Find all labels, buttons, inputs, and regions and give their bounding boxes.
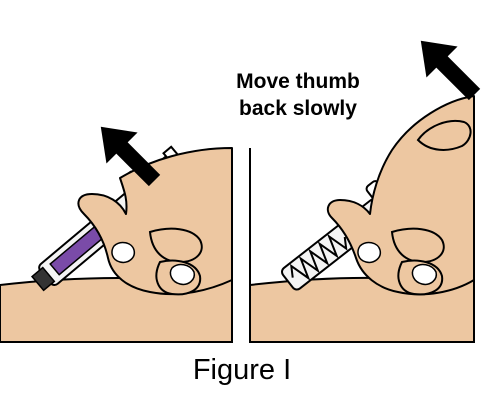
panel-left-illustration [0, 126, 233, 343]
figure-caption: Figure I [192, 354, 292, 386]
figure-panel-left [0, 0, 242, 350]
figure-panel-right [242, 0, 484, 350]
up-right-arrow-icon [100, 126, 161, 187]
instruction-line-2: back slowly [239, 97, 357, 120]
up-right-arrow-icon [420, 40, 481, 101]
spring-illustration [290, 233, 348, 281]
instruction-text: Move thumb back slowly [188, 68, 408, 122]
instruction-line-1: Move thumb [236, 70, 360, 93]
panel-right-illustration [249, 40, 481, 343]
